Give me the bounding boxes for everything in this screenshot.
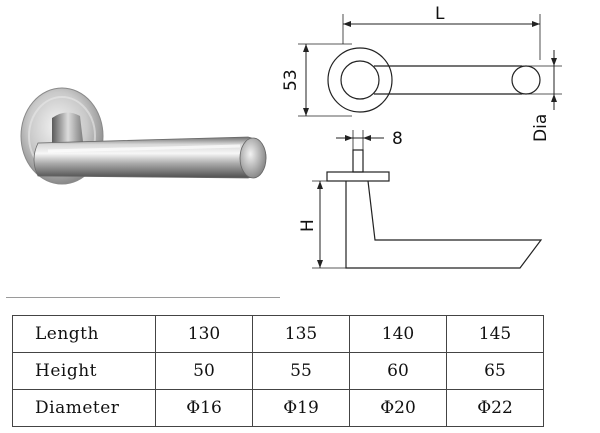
table-cell: 55 [252,352,350,390]
table-cell: Φ19 [252,389,350,427]
section-divider [6,297,280,298]
table-cell: 50 [155,352,253,390]
technical-drawing: L 53 8 H Dia [281,4,562,269]
dim-label-length: L [435,4,445,24]
dim-label-diameter: Dia [531,114,551,142]
table-cell: Φ22 [446,389,544,427]
table-row: Height 50 55 60 65 [12,352,544,390]
row-label-diameter: Diameter [12,389,156,427]
table-cell: 135 [252,315,350,353]
table-cell: 145 [446,315,544,353]
lever-top-view [374,65,522,95]
dim-label-8: 8 [392,129,403,149]
row-label-length: Length [12,315,156,353]
rose-top-view [327,47,393,113]
spec-table: Length 130 135 140 145 Height 50 55 60 6… [12,315,544,427]
spindle-side-view [352,149,364,173]
table-cell: 130 [155,315,253,353]
table-cell: 60 [349,352,447,390]
dim-label-53: 53 [281,69,301,91]
table-cell: Φ16 [155,389,253,427]
lever-side-view [345,180,543,269]
dim-label-height: H [298,219,318,232]
product-photo [20,87,267,185]
rose-side-view [326,171,390,182]
table-cell: 65 [446,352,544,390]
table-row: Length 130 135 140 145 [12,315,544,353]
table-cell: 140 [349,315,447,353]
table-cell: Φ20 [349,389,447,427]
row-label-height: Height [12,352,156,390]
lever-end-circle [511,65,541,95]
table-row: Diameter Φ16 Φ19 Φ20 Φ22 [12,389,544,427]
